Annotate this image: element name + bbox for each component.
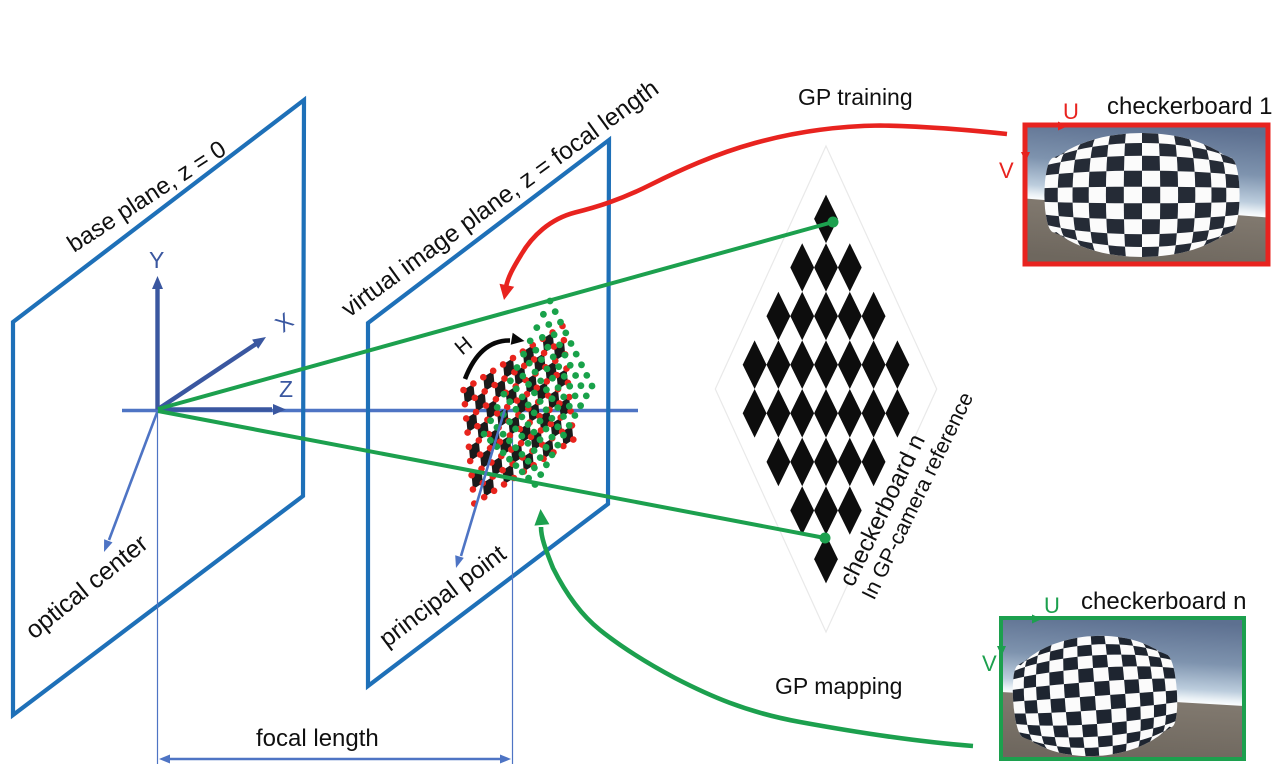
svg-text:Z: Z [279, 376, 293, 402]
svg-text:U: U [1063, 99, 1079, 124]
svg-text:GP mapping: GP mapping [775, 673, 902, 699]
svg-text:V: V [999, 158, 1014, 183]
svg-text:V: V [982, 651, 997, 676]
svg-text:Y: Y [149, 247, 164, 273]
svg-text:checkerboard n: checkerboard n [1081, 588, 1246, 615]
svg-text:U: U [1044, 593, 1060, 618]
svg-text:checkerboard 1: checkerboard 1 [1107, 93, 1272, 120]
svg-text:GP training: GP training [798, 84, 913, 110]
svg-text:focal length: focal length [256, 725, 379, 752]
